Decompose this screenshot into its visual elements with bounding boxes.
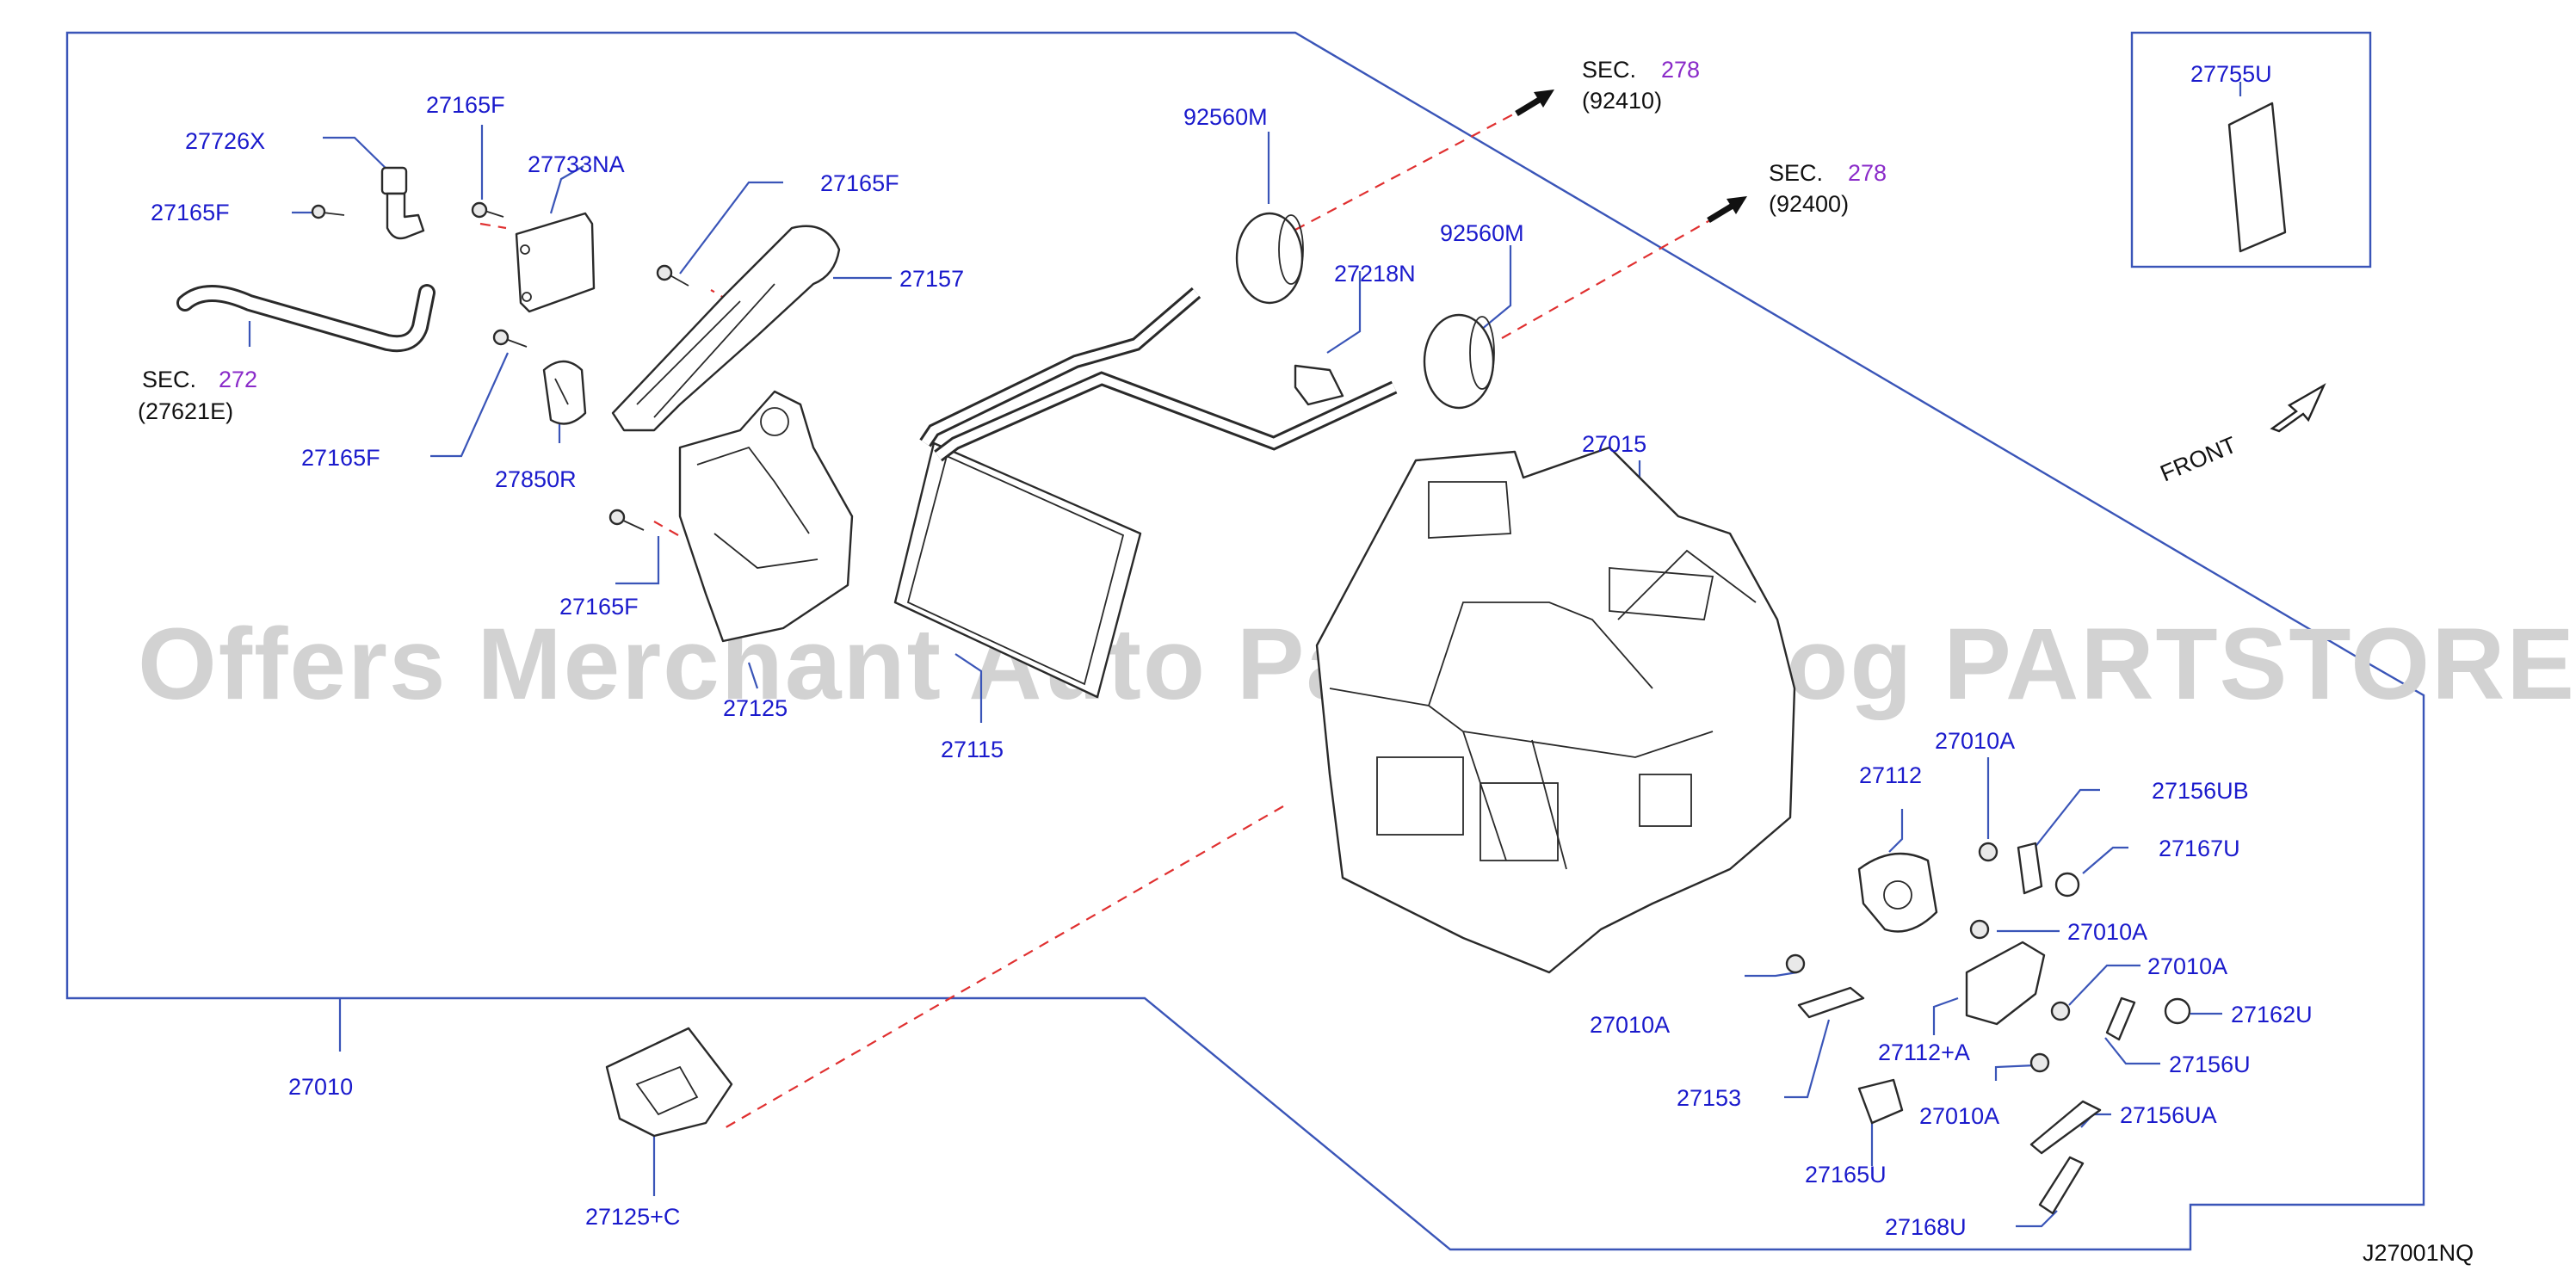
screw-27165F-bottom[interactable] <box>608 509 645 531</box>
label-27010[interactable]: 27010 <box>288 1074 353 1100</box>
label-92560M-lower[interactable]: 92560M <box>1440 220 1524 246</box>
label-27010A-4[interactable]: 27010A <box>1590 1012 1670 1038</box>
label-27010A-3[interactable]: 27010A <box>2147 953 2227 979</box>
label-27125[interactable]: 27125 <box>723 695 788 721</box>
screw-27165F-mid[interactable] <box>656 264 689 287</box>
label-27726X[interactable]: 27726X <box>185 128 265 154</box>
part-27156UB-lever[interactable] <box>2017 842 2043 895</box>
part-27112-actuator[interactable] <box>1857 852 1938 933</box>
part-27015-hvac-case[interactable] <box>1315 446 1796 974</box>
part-27115-heater-core[interactable] <box>893 287 1398 699</box>
label-27157[interactable]: 27157 <box>899 266 964 292</box>
screw-27165F-low[interactable] <box>492 329 528 348</box>
part-27850R-clip[interactable] <box>542 360 587 425</box>
label-27218N[interactable]: 27218N <box>1334 261 1416 287</box>
label-27165F-mid[interactable]: 27165F <box>301 445 380 471</box>
label-27165F-bottom[interactable]: 27165F <box>559 594 639 620</box>
bolt-27010A-5[interactable] <box>2029 1052 2050 1073</box>
part-27112A-actuator[interactable] <box>1965 941 2046 1026</box>
sec-278-arrow-upper <box>1515 89 1554 116</box>
sec-278-reference-upper[interactable]: SEC. 278 (92410) <box>1582 57 1700 114</box>
label-27115[interactable]: 27115 <box>941 737 1004 762</box>
sec-272-reference[interactable]: SEC. 272 (27621E) <box>138 367 257 424</box>
label-92560M-upper[interactable]: 92560M <box>1183 104 1268 130</box>
bolt-27010A-3[interactable] <box>1785 953 1806 974</box>
sec-278a-prefix: SEC. <box>1582 57 1636 83</box>
label-27010A-2[interactable]: 27010A <box>2067 919 2147 945</box>
sec-278a-subref: (92410) <box>1582 88 1662 114</box>
label-27850R[interactable]: 27850R <box>495 466 577 492</box>
part-27125-duct[interactable] <box>678 390 854 643</box>
label-27010A-1[interactable]: 27010A <box>1935 728 2015 754</box>
label-27165F-left[interactable]: 27165F <box>151 200 230 225</box>
part-92560M-grommet-lower[interactable] <box>1423 313 1495 410</box>
label-27733NA[interactable]: 27733NA <box>528 151 625 177</box>
part-27218N-clip[interactable] <box>1294 364 1344 406</box>
part-27153-link[interactable] <box>1797 986 1865 1019</box>
label-27165F-top[interactable]: 27165F <box>426 92 505 118</box>
diagram-code: J27001NQ <box>2363 1240 2474 1266</box>
part-hose-sec272 <box>176 284 436 353</box>
inset-box-27755U <box>2130 31 2372 268</box>
part-27167U-collar[interactable] <box>2054 872 2080 898</box>
label-27010A-5[interactable]: 27010A <box>1919 1103 1999 1129</box>
label-27153[interactable]: 27153 <box>1677 1085 1741 1111</box>
label-27156UB[interactable]: 27156UB <box>2152 778 2249 804</box>
part-labels: 27165F 27726X 27733NA 27165F 27165F 2715… <box>151 61 2313 1240</box>
sec-278b-number[interactable]: 278 <box>1848 160 1887 186</box>
bolt-27010A-4[interactable] <box>2050 1001 2071 1021</box>
label-27162U[interactable]: 27162U <box>2231 1002 2313 1027</box>
part-27157-duct[interactable] <box>611 225 841 432</box>
front-direction-arrow <box>2270 383 2326 433</box>
sec-272-subref: (27621E) <box>138 398 233 424</box>
part-27726X-sensor[interactable] <box>380 166 425 240</box>
part-27733NA-module[interactable] <box>515 212 596 313</box>
screw-27165F-left[interactable] <box>311 204 345 219</box>
assembly-boundary-frame <box>65 31 2425 1251</box>
part-27125C-bracket[interactable] <box>605 1027 733 1138</box>
sec-272-prefix: SEC. <box>142 367 196 392</box>
sec-278b-prefix: SEC. <box>1769 160 1823 186</box>
label-27755U[interactable]: 27755U <box>2190 61 2272 87</box>
sec-278-reference-lower[interactable]: SEC. 278 (92400) <box>1769 160 1887 217</box>
label-27156UA[interactable]: 27156UA <box>2120 1102 2217 1128</box>
part-27162U-collar[interactable] <box>2164 997 2191 1025</box>
label-27015[interactable]: 27015 <box>1582 431 1646 457</box>
sec-278-arrow-lower <box>1707 196 1747 223</box>
part-27165U-bracket[interactable] <box>1857 1078 1904 1125</box>
label-27156U[interactable]: 27156U <box>2169 1052 2251 1077</box>
label-27112A[interactable]: 27112+A <box>1878 1039 1970 1065</box>
label-27165U[interactable]: 27165U <box>1805 1162 1887 1188</box>
sec-278a-number[interactable]: 278 <box>1661 57 1700 83</box>
part-92560M-grommet-upper[interactable] <box>1235 212 1304 305</box>
part-27168U-link[interactable] <box>2038 1156 2085 1215</box>
label-27112[interactable]: 27112 <box>1859 762 1922 788</box>
front-label: FRONT <box>2157 432 2240 487</box>
label-27125C[interactable]: 27125+C <box>585 1204 680 1230</box>
bolt-27010A-1[interactable] <box>1978 842 1998 862</box>
label-27167U[interactable]: 27167U <box>2159 836 2240 861</box>
sec-272-number[interactable]: 272 <box>219 367 257 392</box>
label-27168U[interactable]: 27168U <box>1885 1214 1967 1240</box>
part-27755U-filter[interactable] <box>2227 102 2287 253</box>
label-27165F-right[interactable]: 27165F <box>820 170 899 196</box>
part-27156U-lever[interactable] <box>2105 996 2136 1041</box>
screw-27165F-top[interactable] <box>471 201 504 219</box>
leader-lines <box>248 82 2242 1228</box>
part-27156UA-lever[interactable] <box>2029 1100 2102 1155</box>
sec-278b-subref: (92400) <box>1769 191 1849 217</box>
bolt-27010A-2[interactable] <box>1969 919 1990 940</box>
